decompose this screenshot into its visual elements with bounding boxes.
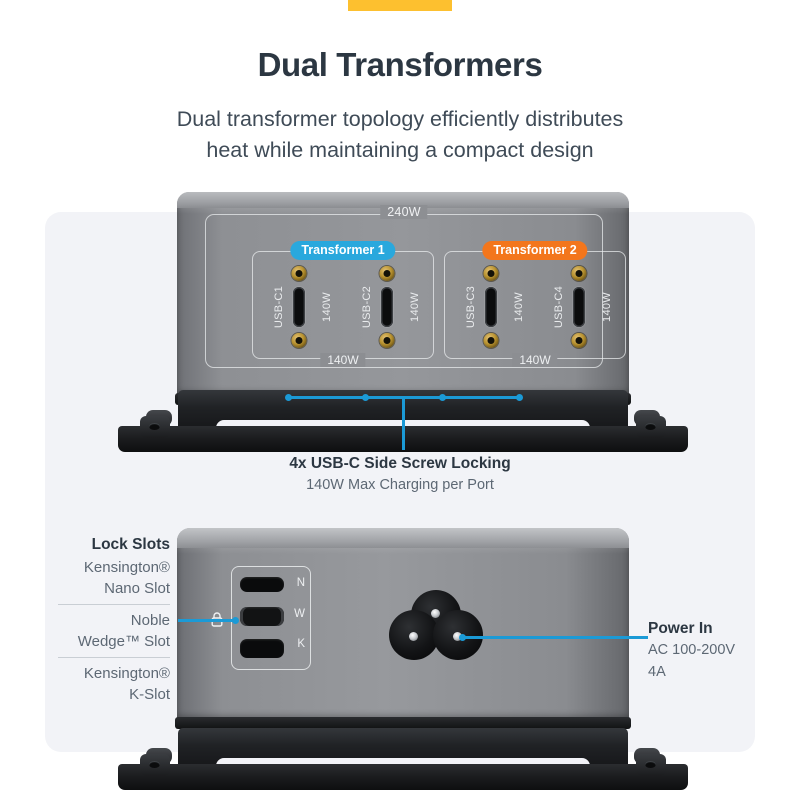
lock-slots-leader-line bbox=[178, 619, 235, 622]
lock-slot-brand: Noble bbox=[130, 612, 170, 629]
device-rear-mounting-base bbox=[118, 728, 688, 790]
power-in-title: Power In bbox=[648, 620, 713, 637]
inlet-pin bbox=[453, 632, 462, 641]
mount-hole-icon bbox=[645, 423, 656, 430]
power-in-voltage: AC 100-200V bbox=[648, 642, 736, 658]
port-name-label: USB-C4 bbox=[553, 285, 566, 329]
mount-ear-left bbox=[140, 754, 170, 776]
nano-slot bbox=[240, 577, 284, 592]
port-power-label: 140W bbox=[409, 292, 422, 322]
divider bbox=[58, 604, 170, 605]
page-subtitle-line-1: Dual transformer topology efficiently di… bbox=[176, 107, 624, 131]
device-rear-body: N W K bbox=[175, 528, 631, 729]
usb-c-connector-icon bbox=[573, 287, 585, 327]
wedge-slot-letter: W bbox=[294, 608, 305, 620]
screw-icon bbox=[379, 333, 395, 348]
power-in-leader-dot bbox=[459, 634, 466, 641]
lock-slot-brand: Kensington® bbox=[83, 665, 170, 682]
screw-icon bbox=[483, 266, 499, 281]
mount-hole-icon bbox=[149, 761, 160, 768]
usb-c-connector-icon bbox=[293, 287, 305, 327]
kslot-letter: K bbox=[297, 638, 305, 650]
base-plate bbox=[118, 764, 688, 790]
port-usb-c3: USB-C3 140W bbox=[451, 266, 531, 348]
power-in-current: 4A bbox=[648, 664, 666, 680]
port-name-label: USB-C3 bbox=[465, 285, 478, 329]
screw-icon bbox=[571, 333, 587, 348]
inlet-pin bbox=[431, 609, 440, 618]
page-title: Dual Transformers bbox=[257, 46, 543, 83]
port-usb-c4: USB-C4 140W bbox=[539, 266, 619, 348]
total-power-label: 240W bbox=[380, 205, 428, 219]
port-name-label: USB-C1 bbox=[273, 285, 286, 329]
page-subtitle-line-2: heat while maintaining a compact design bbox=[206, 138, 594, 162]
lock-slot-group-kslot: Kensington® K-Slot bbox=[20, 663, 170, 705]
screw-icon bbox=[291, 333, 307, 348]
lock-slot-group-nano: Kensington® Nano Slot bbox=[20, 557, 170, 599]
screw-icon bbox=[571, 266, 587, 281]
lock-slots-leader-dot bbox=[232, 617, 239, 624]
transformer-1-power-label: 140W bbox=[320, 353, 366, 367]
port-usb-c2: USB-C2 140W bbox=[347, 266, 427, 348]
wedge-slot bbox=[240, 607, 284, 626]
lock-slot-brand: Kensington® bbox=[83, 559, 170, 576]
lock-slot-type: Nano Slot bbox=[104, 580, 170, 597]
transformer-group-2: Transformer 2 USB-C3 140W USB-C4 140W 14… bbox=[444, 241, 626, 367]
device-front-body: 240W Transformer 1 USB-C1 140W USB-C2 14… bbox=[175, 192, 631, 405]
padlock-icon bbox=[210, 611, 224, 627]
power-in-callout: Power In AC 100-200V 4A bbox=[648, 620, 788, 682]
port-power-label: 140W bbox=[601, 292, 614, 322]
lock-slots-callout: Lock Slots Kensington® Nano Slot Noble W… bbox=[20, 536, 170, 705]
device-rear-view: N W K bbox=[118, 528, 688, 790]
lock-slot-type: K-Slot bbox=[129, 686, 170, 703]
transformer-group-1: Transformer 1 USB-C1 140W USB-C2 140W 14… bbox=[252, 241, 434, 367]
ac-power-inlet-icon bbox=[389, 590, 483, 660]
port-power-label: 140W bbox=[513, 292, 526, 322]
mount-hole-icon bbox=[149, 423, 160, 430]
usb-c-connector-icon bbox=[381, 287, 393, 327]
screw-icon bbox=[483, 333, 499, 348]
lock-slot-cluster: N W K bbox=[211, 566, 311, 670]
nano-slot-letter: N bbox=[296, 577, 305, 589]
device-front-mounting-base bbox=[118, 390, 688, 452]
inlet-pin bbox=[409, 632, 418, 641]
screw-icon bbox=[291, 266, 307, 281]
port-name-label: USB-C2 bbox=[361, 285, 374, 329]
divider bbox=[58, 657, 170, 658]
mount-ear-left bbox=[140, 416, 170, 438]
total-power-bracket: 240W Transformer 1 USB-C1 140W USB-C2 14… bbox=[205, 205, 626, 368]
lock-slot-group-wedge: Noble Wedge™ Slot bbox=[20, 610, 170, 652]
power-in-leader-line bbox=[462, 636, 648, 639]
transformer-2-badge: Transformer 2 bbox=[482, 241, 588, 260]
mount-hole-icon bbox=[645, 761, 656, 768]
transformer-1-badge: Transformer 1 bbox=[290, 241, 396, 260]
usb-c-connector-icon bbox=[485, 287, 497, 327]
page-subtitle: Dual transformer topology efficiently di… bbox=[100, 104, 700, 166]
device-front-view: 240W Transformer 1 USB-C1 140W USB-C2 14… bbox=[118, 192, 688, 452]
top-accent-bar bbox=[348, 0, 452, 11]
port-usb-c1: USB-C1 140W bbox=[259, 266, 339, 348]
mount-ear-right bbox=[636, 416, 666, 438]
port-power-label: 140W bbox=[321, 292, 334, 322]
mount-ear-right bbox=[636, 754, 666, 776]
lock-slots-title: Lock Slots bbox=[91, 536, 170, 553]
lock-slot-type: Wedge™ Slot bbox=[77, 633, 170, 650]
device-rear-lip bbox=[175, 717, 631, 729]
base-plate bbox=[118, 426, 688, 452]
screw-icon bbox=[379, 266, 395, 281]
transformer-2-power-label: 140W bbox=[512, 353, 558, 367]
k-slot bbox=[240, 639, 284, 658]
